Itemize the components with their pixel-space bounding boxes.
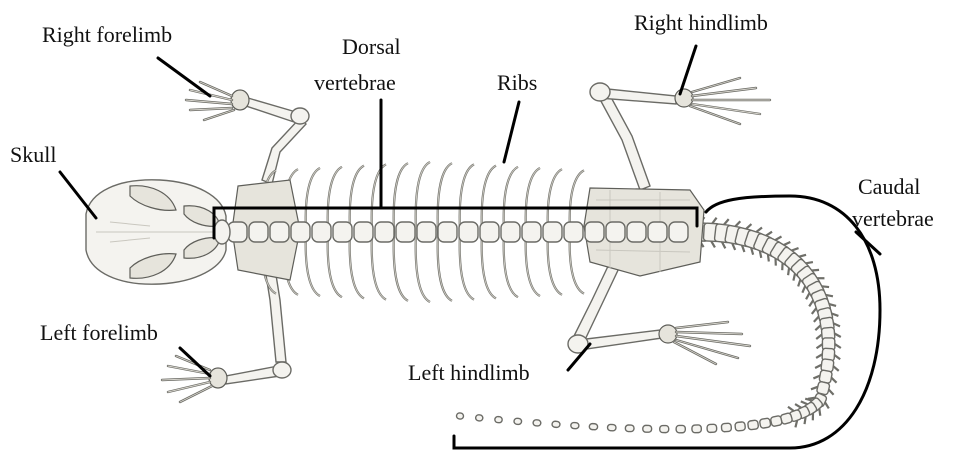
vertebra <box>648 222 667 242</box>
dorsal-label-line2: vertebrae <box>314 70 396 95</box>
vertebra <box>627 222 646 242</box>
vertebra <box>312 222 331 242</box>
caudal-vertebra <box>475 415 483 422</box>
vertebra <box>333 222 352 242</box>
caudal-vertebra <box>589 423 598 429</box>
caudal-vertebra <box>759 418 771 429</box>
caudal-vertebra <box>625 425 634 432</box>
vertebra <box>228 222 247 242</box>
caudal-vertebra <box>552 421 560 428</box>
vertebra <box>585 222 604 242</box>
caudal-vertebra <box>660 425 669 432</box>
caudal-vertebra <box>456 413 464 420</box>
vertebra <box>438 222 457 242</box>
left-hindlimb-label: Left hindlimb <box>408 360 530 385</box>
caudal-vertebrae-leader <box>856 232 880 254</box>
skull-leader <box>60 172 96 218</box>
dorsal-label-line1: Dorsal <box>342 34 401 59</box>
caudal-vertebra <box>721 423 731 432</box>
vertebra <box>669 222 688 242</box>
vertebral-column <box>228 222 688 242</box>
vertebra <box>291 222 310 242</box>
caudal-vertebra <box>770 415 782 426</box>
vertebra <box>354 222 373 242</box>
caudal-vertebra <box>748 420 759 430</box>
vertebra <box>396 222 415 242</box>
skull-bone <box>86 180 230 284</box>
vertebra <box>480 222 499 242</box>
ribs-label: Ribs <box>497 70 537 95</box>
caudal-vertebra <box>514 418 522 425</box>
caudal-vertebra <box>495 416 503 423</box>
ribs-leader <box>504 102 519 162</box>
vertebra <box>564 222 583 242</box>
vertebra <box>501 222 520 242</box>
caudal-vertebra <box>811 380 836 397</box>
caudal-label-line1: Caudal <box>858 174 920 199</box>
vertebra <box>522 222 541 242</box>
caudal-vertebra <box>643 425 652 432</box>
vertebra <box>459 222 478 242</box>
vertebra <box>543 222 562 242</box>
caudal-vertebra <box>707 424 717 432</box>
caudal-vertebra <box>533 420 541 427</box>
caudal-label-line2: vertebrae <box>852 206 934 231</box>
right-forelimb-leader <box>158 58 210 96</box>
vertebra <box>249 222 268 242</box>
vertebra <box>606 222 625 242</box>
right-forelimb-label: Right forelimb <box>42 22 172 47</box>
right-forelimb-bones <box>186 82 309 184</box>
vertebra <box>417 222 436 242</box>
caudal-vertebra <box>676 425 685 432</box>
left-hindlimb-bones <box>568 262 750 364</box>
vertebra <box>375 222 394 242</box>
caudal-vertebra <box>692 425 702 433</box>
vertebra <box>270 222 289 242</box>
caudal-vertebra <box>735 422 746 431</box>
caudal-vertebra <box>571 422 579 428</box>
left-forelimb-label: Left forelimb <box>40 320 158 345</box>
right-hindlimb-label: Right hindlimb <box>634 10 768 35</box>
caudal-vertebra <box>607 424 616 431</box>
right-hindlimb-leader <box>680 46 696 94</box>
skull-label: Skull <box>10 142 56 167</box>
